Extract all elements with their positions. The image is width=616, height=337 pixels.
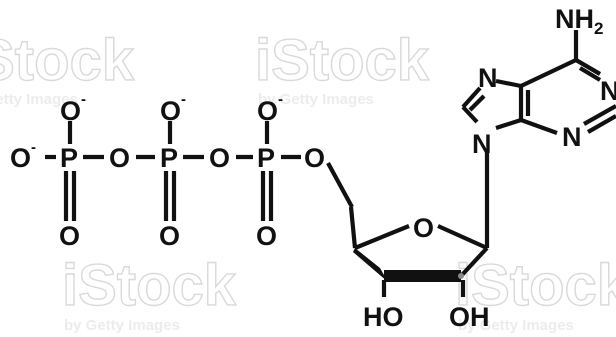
atom-oxygen-p1-top: O [60, 96, 81, 126]
watermark-tagline-4: by Getty Images [458, 317, 574, 334]
bond-o4-c1 [437, 224, 488, 250]
bond-c6-n1 [574, 58, 602, 76]
atom-oxygen-ring: O [413, 213, 434, 243]
atom-phosphorus-3: P [257, 143, 275, 173]
bond-c4-o4 [354, 224, 410, 250]
watermark-brand-2: iStock [255, 28, 430, 93]
atom-nitrogen-3: N [562, 122, 582, 152]
atom-oxygen-5prime: O [304, 143, 325, 173]
watermark-tagline-3: by Getty Images [64, 317, 180, 334]
atom-nitrogen-9: N [472, 129, 492, 159]
atom-phosphorus-2: P [160, 143, 178, 173]
atom-oxygen-p2-top: O [160, 96, 181, 126]
watermark-brand-4: iStock [455, 253, 616, 318]
charge-p2: - [181, 91, 186, 108]
bond-c4-n3 [520, 118, 558, 135]
stereo-marker [458, 273, 464, 279]
atom-oxygen-p3-bottom: O [256, 221, 277, 251]
charge-terminal: - [31, 139, 36, 156]
watermark-tagline-2: by Getty Images [258, 91, 374, 108]
bond-c4-c3-wedge [353, 248, 388, 282]
bond-c5-c6 [520, 58, 577, 88]
bond-n3-c2 [586, 114, 616, 134]
bond-n7-c5 [495, 78, 522, 89]
bond-n3-c2-double [582, 104, 616, 126]
atom-nitrogen-7: N [478, 63, 498, 93]
bond-n9-c4 [495, 117, 522, 131]
atom-nitrogen-1: N [600, 76, 616, 106]
amino-subscript: 2 [594, 19, 603, 38]
atom-oxygen-p3-top: O [257, 96, 278, 126]
watermark-brand-1: iStock [0, 28, 135, 93]
bond-c3-c2-bold [384, 270, 461, 282]
watermark-group: iStock by Getty Images iStock by Getty I… [0, 27, 616, 334]
bond-c5-c4 [348, 206, 358, 249]
watermark-tagline-1: by Getty Images [0, 91, 78, 108]
bond-c8-n7 [461, 86, 482, 109]
charge-p1: - [81, 91, 86, 108]
label-hydroxyl-2prime: OH [449, 302, 490, 332]
bond-c6-n1-double [578, 66, 602, 82]
phosphate-chain: O - P O - O O P O - O O P O - O O [10, 91, 358, 251]
atom-amino-nitrogen: NH [555, 4, 594, 34]
ribose-ring: O HO OH [353, 150, 490, 332]
bond-o-c5 [326, 161, 354, 209]
atom-oxygen-p2-bottom: O [159, 221, 180, 251]
atom-oxygen-bridge-2: O [209, 143, 230, 173]
charge-p3: - [278, 91, 283, 108]
atom-oxygen-bridge-1: O [109, 143, 130, 173]
atom-oxygen-p1-bottom: O [59, 221, 80, 251]
label-hydroxyl-3prime: HO [363, 302, 404, 332]
atom-phosphorus-1: P [60, 143, 78, 173]
watermark-brand-3: iStock [62, 253, 237, 318]
adenine-base: N N N N NH 2 [461, 4, 616, 159]
bond-n9-c8 [461, 105, 479, 124]
atom-oxygen-terminal: O [10, 143, 31, 173]
bond-c8-n7-double [468, 94, 486, 112]
bond-c1-c2 [459, 246, 489, 278]
